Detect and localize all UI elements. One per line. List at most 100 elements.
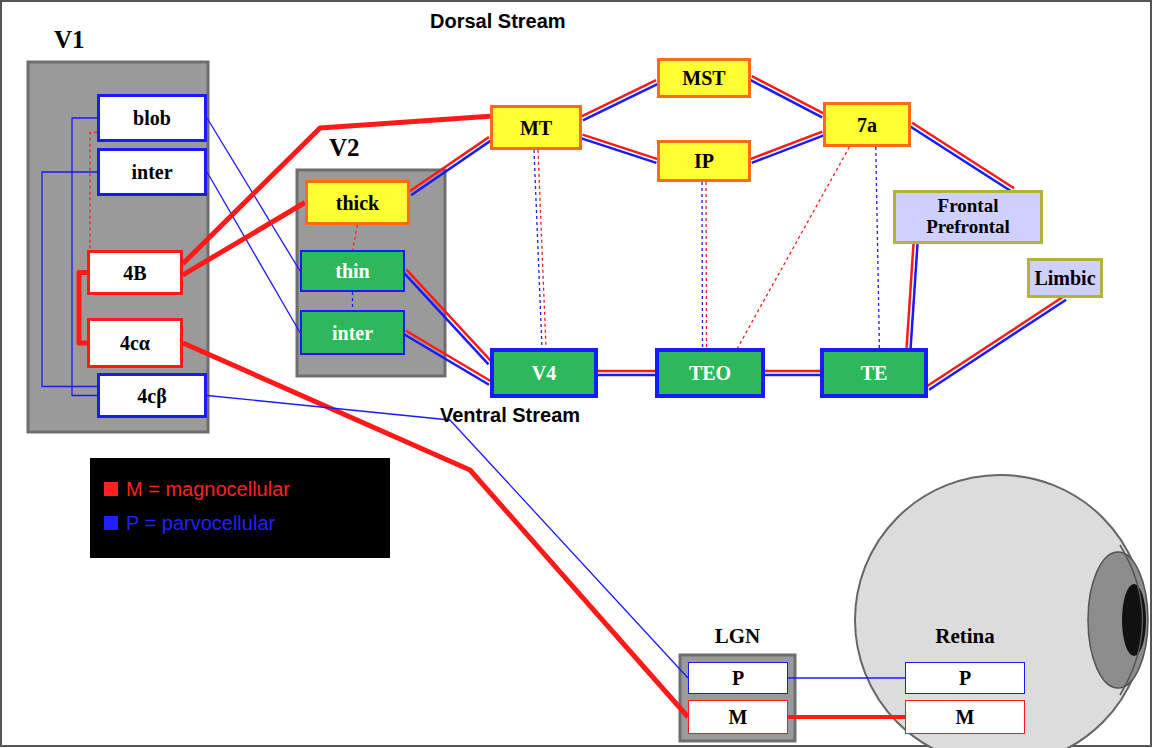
box-label: TE bbox=[861, 362, 888, 384]
dorsal-area-box: IP bbox=[657, 140, 751, 182]
pathway-line bbox=[404, 334, 489, 385]
pathway-connector bbox=[404, 270, 492, 365]
pathway-line bbox=[701, 182, 703, 348]
dorsal-area-box: thick bbox=[305, 180, 410, 225]
box-label: M bbox=[729, 706, 748, 728]
pathway-line bbox=[583, 84, 658, 121]
box-label: thin bbox=[335, 260, 369, 282]
layer-box: 4cβ bbox=[97, 373, 207, 418]
pathway-connector bbox=[907, 244, 918, 348]
area-heading: V2 bbox=[329, 134, 360, 162]
pathway-connector bbox=[183, 203, 305, 275]
pathway-line bbox=[598, 370, 655, 373]
pathway-line bbox=[788, 677, 905, 678]
target-box: Limbic bbox=[1027, 258, 1103, 298]
pathway-line bbox=[750, 132, 822, 160]
pathway-line bbox=[407, 270, 492, 362]
pathway-line bbox=[929, 300, 1066, 390]
pathway-connector bbox=[79, 273, 87, 344]
stripe-box: inter bbox=[300, 310, 405, 355]
stripe-box: thin bbox=[300, 250, 405, 292]
pathway-connector bbox=[788, 717, 905, 718]
pathway-connector bbox=[581, 80, 658, 120]
pathway-line bbox=[183, 116, 490, 263]
box-label: 4cβ bbox=[137, 385, 166, 407]
legend-text: M = magnocellular bbox=[126, 478, 290, 501]
ventral-area-box: V4 bbox=[490, 348, 598, 398]
area-heading: V1 bbox=[54, 26, 85, 54]
box-label: Frontal Prefrontal bbox=[901, 196, 1035, 238]
pathway-line bbox=[581, 138, 656, 163]
box-label: P bbox=[732, 667, 744, 689]
area-fill bbox=[28, 62, 208, 432]
dorsal-area-box: MST bbox=[657, 58, 751, 98]
pathway-line bbox=[750, 80, 822, 118]
pathway-connector bbox=[738, 147, 850, 348]
pathway-line bbox=[911, 244, 918, 348]
pathway-connector bbox=[750, 132, 823, 163]
pathway-line bbox=[912, 123, 1014, 189]
layer-box: 4cα bbox=[87, 318, 183, 368]
pathway-connector bbox=[788, 678, 905, 679]
pathway-line bbox=[927, 296, 1064, 386]
pathway-line bbox=[765, 370, 820, 373]
cell-layer-box: M bbox=[905, 700, 1025, 734]
legend-box: M = magnocellular P = parvocellular bbox=[90, 458, 390, 558]
area-heading: LGN bbox=[680, 625, 795, 648]
dorsal-area-box: 7a bbox=[823, 102, 911, 147]
pathway-line bbox=[404, 272, 489, 364]
pathway-line bbox=[910, 126, 1012, 192]
pathway-line bbox=[90, 132, 97, 250]
box-label: MT bbox=[520, 117, 552, 139]
box-label: 4B bbox=[123, 262, 146, 284]
pathway-line bbox=[738, 147, 850, 348]
pathway-line bbox=[353, 225, 358, 250]
pathway-line bbox=[406, 331, 491, 382]
pathway-connector bbox=[927, 296, 1066, 389]
pathway-connector bbox=[876, 147, 880, 348]
cell-layer-box: M bbox=[688, 700, 788, 734]
pathway-line bbox=[583, 135, 658, 160]
pathway-line bbox=[752, 135, 824, 163]
pathway-connector bbox=[409, 137, 491, 195]
box-label: IP bbox=[694, 150, 714, 172]
cell-layer-box: P bbox=[688, 662, 788, 694]
box-label: thick bbox=[336, 192, 379, 214]
pathway-connector bbox=[90, 132, 97, 250]
pathway-line bbox=[79, 273, 87, 344]
pathway-connector bbox=[352, 292, 353, 310]
target-box: Frontal Prefrontal bbox=[893, 190, 1043, 244]
ventral-area-box: TEO bbox=[655, 348, 765, 398]
box-label: 4cα bbox=[120, 332, 150, 354]
iris bbox=[1088, 552, 1148, 688]
pathway-line bbox=[765, 374, 820, 377]
pathway-line bbox=[752, 76, 824, 114]
layer-box: inter bbox=[97, 148, 207, 196]
area-panel: V2thickthininter bbox=[297, 170, 445, 376]
pathway-connector bbox=[183, 116, 490, 263]
pathway-connector bbox=[910, 123, 1014, 192]
pathway-line bbox=[411, 140, 491, 195]
stream-label: Ventral Stream bbox=[440, 404, 580, 427]
dorsal-area-box: MT bbox=[490, 105, 582, 150]
pathway-connector bbox=[534, 150, 546, 348]
cell-layer-box: P bbox=[905, 662, 1025, 694]
box-label: TEO bbox=[689, 362, 731, 384]
area-panel: RetinaPM bbox=[900, 655, 1030, 741]
pathway-line bbox=[352, 292, 353, 310]
pathway-line bbox=[538, 150, 546, 348]
area-panel: V1blobinter4B4cα4cβ bbox=[28, 62, 208, 432]
area-heading: Retina bbox=[900, 625, 1030, 648]
box-label: V4 bbox=[532, 362, 556, 384]
ventral-area-box: TE bbox=[820, 348, 928, 398]
pathway-line bbox=[598, 374, 655, 377]
legend-swatch bbox=[104, 482, 118, 496]
pathway-line bbox=[183, 203, 305, 275]
legend-swatch bbox=[104, 516, 118, 530]
box-label: inter bbox=[332, 322, 373, 344]
box-label: M bbox=[956, 706, 975, 728]
pathway-line bbox=[876, 147, 880, 348]
stream-label: Dorsal Stream bbox=[430, 10, 566, 33]
legend-row: P = parvocellular bbox=[104, 506, 376, 540]
